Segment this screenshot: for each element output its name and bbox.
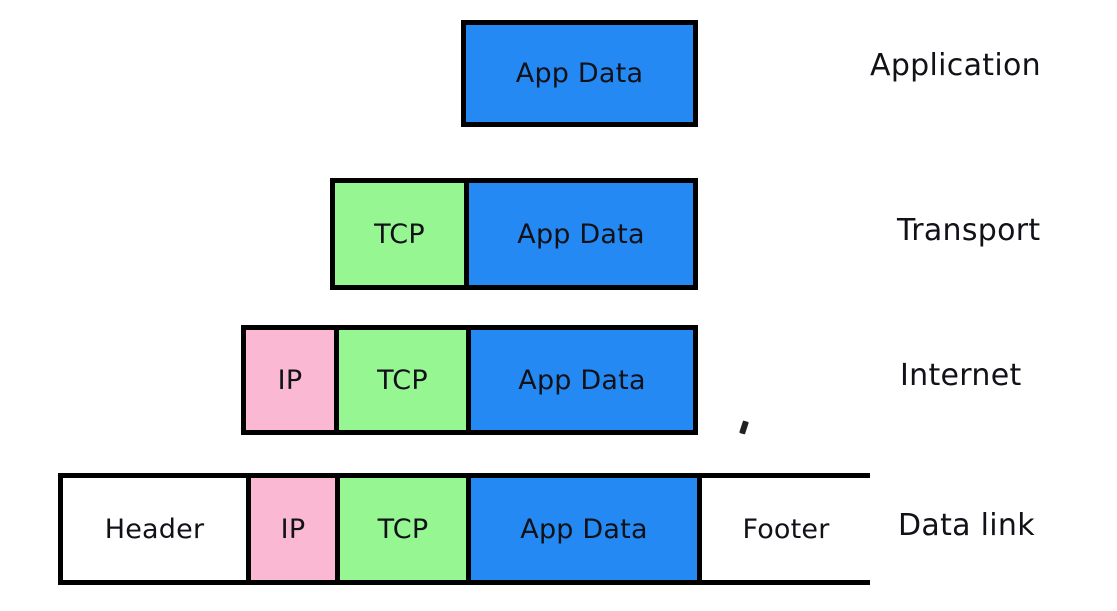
pdu-segment: App Data	[471, 330, 693, 430]
layer-label: Application	[870, 48, 1041, 83]
pdu-segment: TCP	[335, 183, 469, 285]
layer-label: Transport	[897, 213, 1041, 248]
pdu-segment: App Data	[471, 478, 702, 580]
pdu-segment: App Data	[466, 25, 693, 122]
layer-label: Internet	[900, 358, 1022, 393]
pdu-segment: TCP	[340, 478, 471, 580]
pdu-segment: TCP	[339, 330, 471, 430]
pdu-segment: Header	[63, 478, 251, 580]
pdu-segment: Footer	[702, 478, 870, 580]
encapsulation-row: App Data	[461, 20, 698, 127]
pdu-segment: App Data	[469, 183, 693, 285]
pdu-segment: IP	[246, 330, 339, 430]
pdu-segment: IP	[251, 478, 340, 580]
layer-label: Data link	[898, 508, 1035, 543]
